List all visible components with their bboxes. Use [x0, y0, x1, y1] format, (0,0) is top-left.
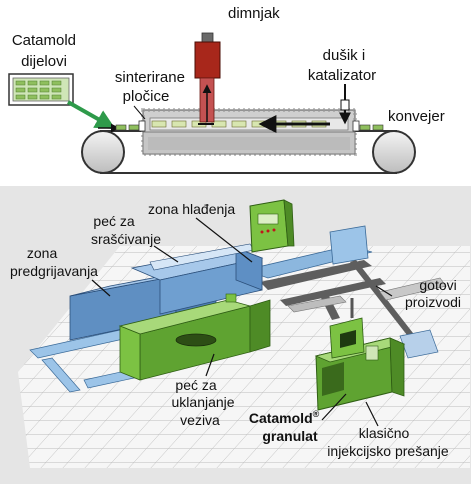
feed-arrow [67, 100, 116, 129]
label-debinding-furnace: peć za uklanjanje veziva [172, 377, 239, 428]
label-finished-products-line1: gotovi [419, 277, 456, 293]
granulate-pointer [321, 393, 347, 421]
furnace-body [115, 108, 384, 156]
chimney [194, 32, 221, 123]
injection-pointer [365, 401, 379, 427]
label-debinding-furnace-line2: uklanjanje [172, 394, 235, 410]
sintering-pointer [153, 245, 179, 263]
label-conveyor: konvejer [388, 108, 445, 125]
label-nitrogen-catalyst-line1: dušik i [323, 47, 366, 64]
debinding-furnace [118, 293, 271, 381]
top-diagram: Catamold dijelovi dimnjak dušik i katali… [8, 5, 445, 174]
conveyor-roller-left [81, 130, 125, 174]
gas-inlet-pipe [339, 84, 351, 125]
catamold-parts-box [8, 73, 74, 106]
label-debinding-furnace-line3: veziva [180, 412, 220, 428]
label-sintered-plates-line2: pločice [123, 88, 170, 105]
label-nitrogen-catalyst: dušik i katalizator [308, 47, 376, 84]
label-sintered-plates: sinterirane pločice [115, 69, 189, 105]
label-injection-molding-line2: injekcijsko prešanje [327, 443, 449, 459]
label-sintering-furnace-line2: srašćivanje [91, 231, 161, 247]
preheating-pointer [91, 279, 111, 297]
label-injection-molding: klasično injekcijsko prešanje [327, 425, 449, 459]
label-preheating-zone: zona predgrijavanja [10, 245, 98, 279]
label-preheating-zone-line1: zona [27, 245, 58, 261]
sintered-plates-pointer [133, 105, 146, 120]
label-granulate-word: granulat [262, 428, 318, 444]
bottom-diagram: zona hlađenja peć za srašćivanje zona pr… [0, 186, 471, 484]
floor-conveyors [29, 225, 447, 393]
label-cooling-zone: zona hlađenja [148, 201, 235, 217]
label-catamold-granulate: Catamold® granulat [249, 404, 323, 444]
finished-products-pointer [375, 285, 393, 297]
label-granulate-mark: ® [313, 409, 320, 419]
debinding-pointer [205, 353, 215, 377]
label-injection-molding-line1: klasično [359, 425, 410, 441]
label-sintering-furnace-line1: peć za [93, 213, 134, 229]
conveyor-roller-right [372, 130, 416, 174]
control-cabinet [249, 199, 295, 253]
label-catamold-parts-line2: dijelovi [21, 53, 67, 70]
cooling-zone-pointer [195, 217, 253, 263]
sintering-furnace [130, 243, 264, 315]
label-sintering-furnace: peć za srašćivanje [91, 213, 161, 247]
label-preheating-zone-line2: predgrijavanja [10, 263, 98, 279]
label-catamold-parts-line1: Catamold [12, 32, 76, 49]
label-chimney: dimnjak [228, 5, 280, 22]
label-catamold-parts: Catamold dijelovi [12, 32, 80, 70]
label-nitrogen-catalyst-line2: katalizator [308, 67, 376, 84]
label-granulate-brand: Catamold [249, 410, 313, 426]
label-sintered-plates-line1: sinterirane [115, 69, 185, 86]
label-debinding-furnace-line1: peć za [175, 377, 216, 393]
conveyor-belt [81, 123, 416, 174]
label-finished-products: gotovi proizvodi [405, 277, 461, 310]
label-finished-products-line2: proizvodi [405, 294, 461, 310]
injection-molding-machine [314, 298, 406, 411]
